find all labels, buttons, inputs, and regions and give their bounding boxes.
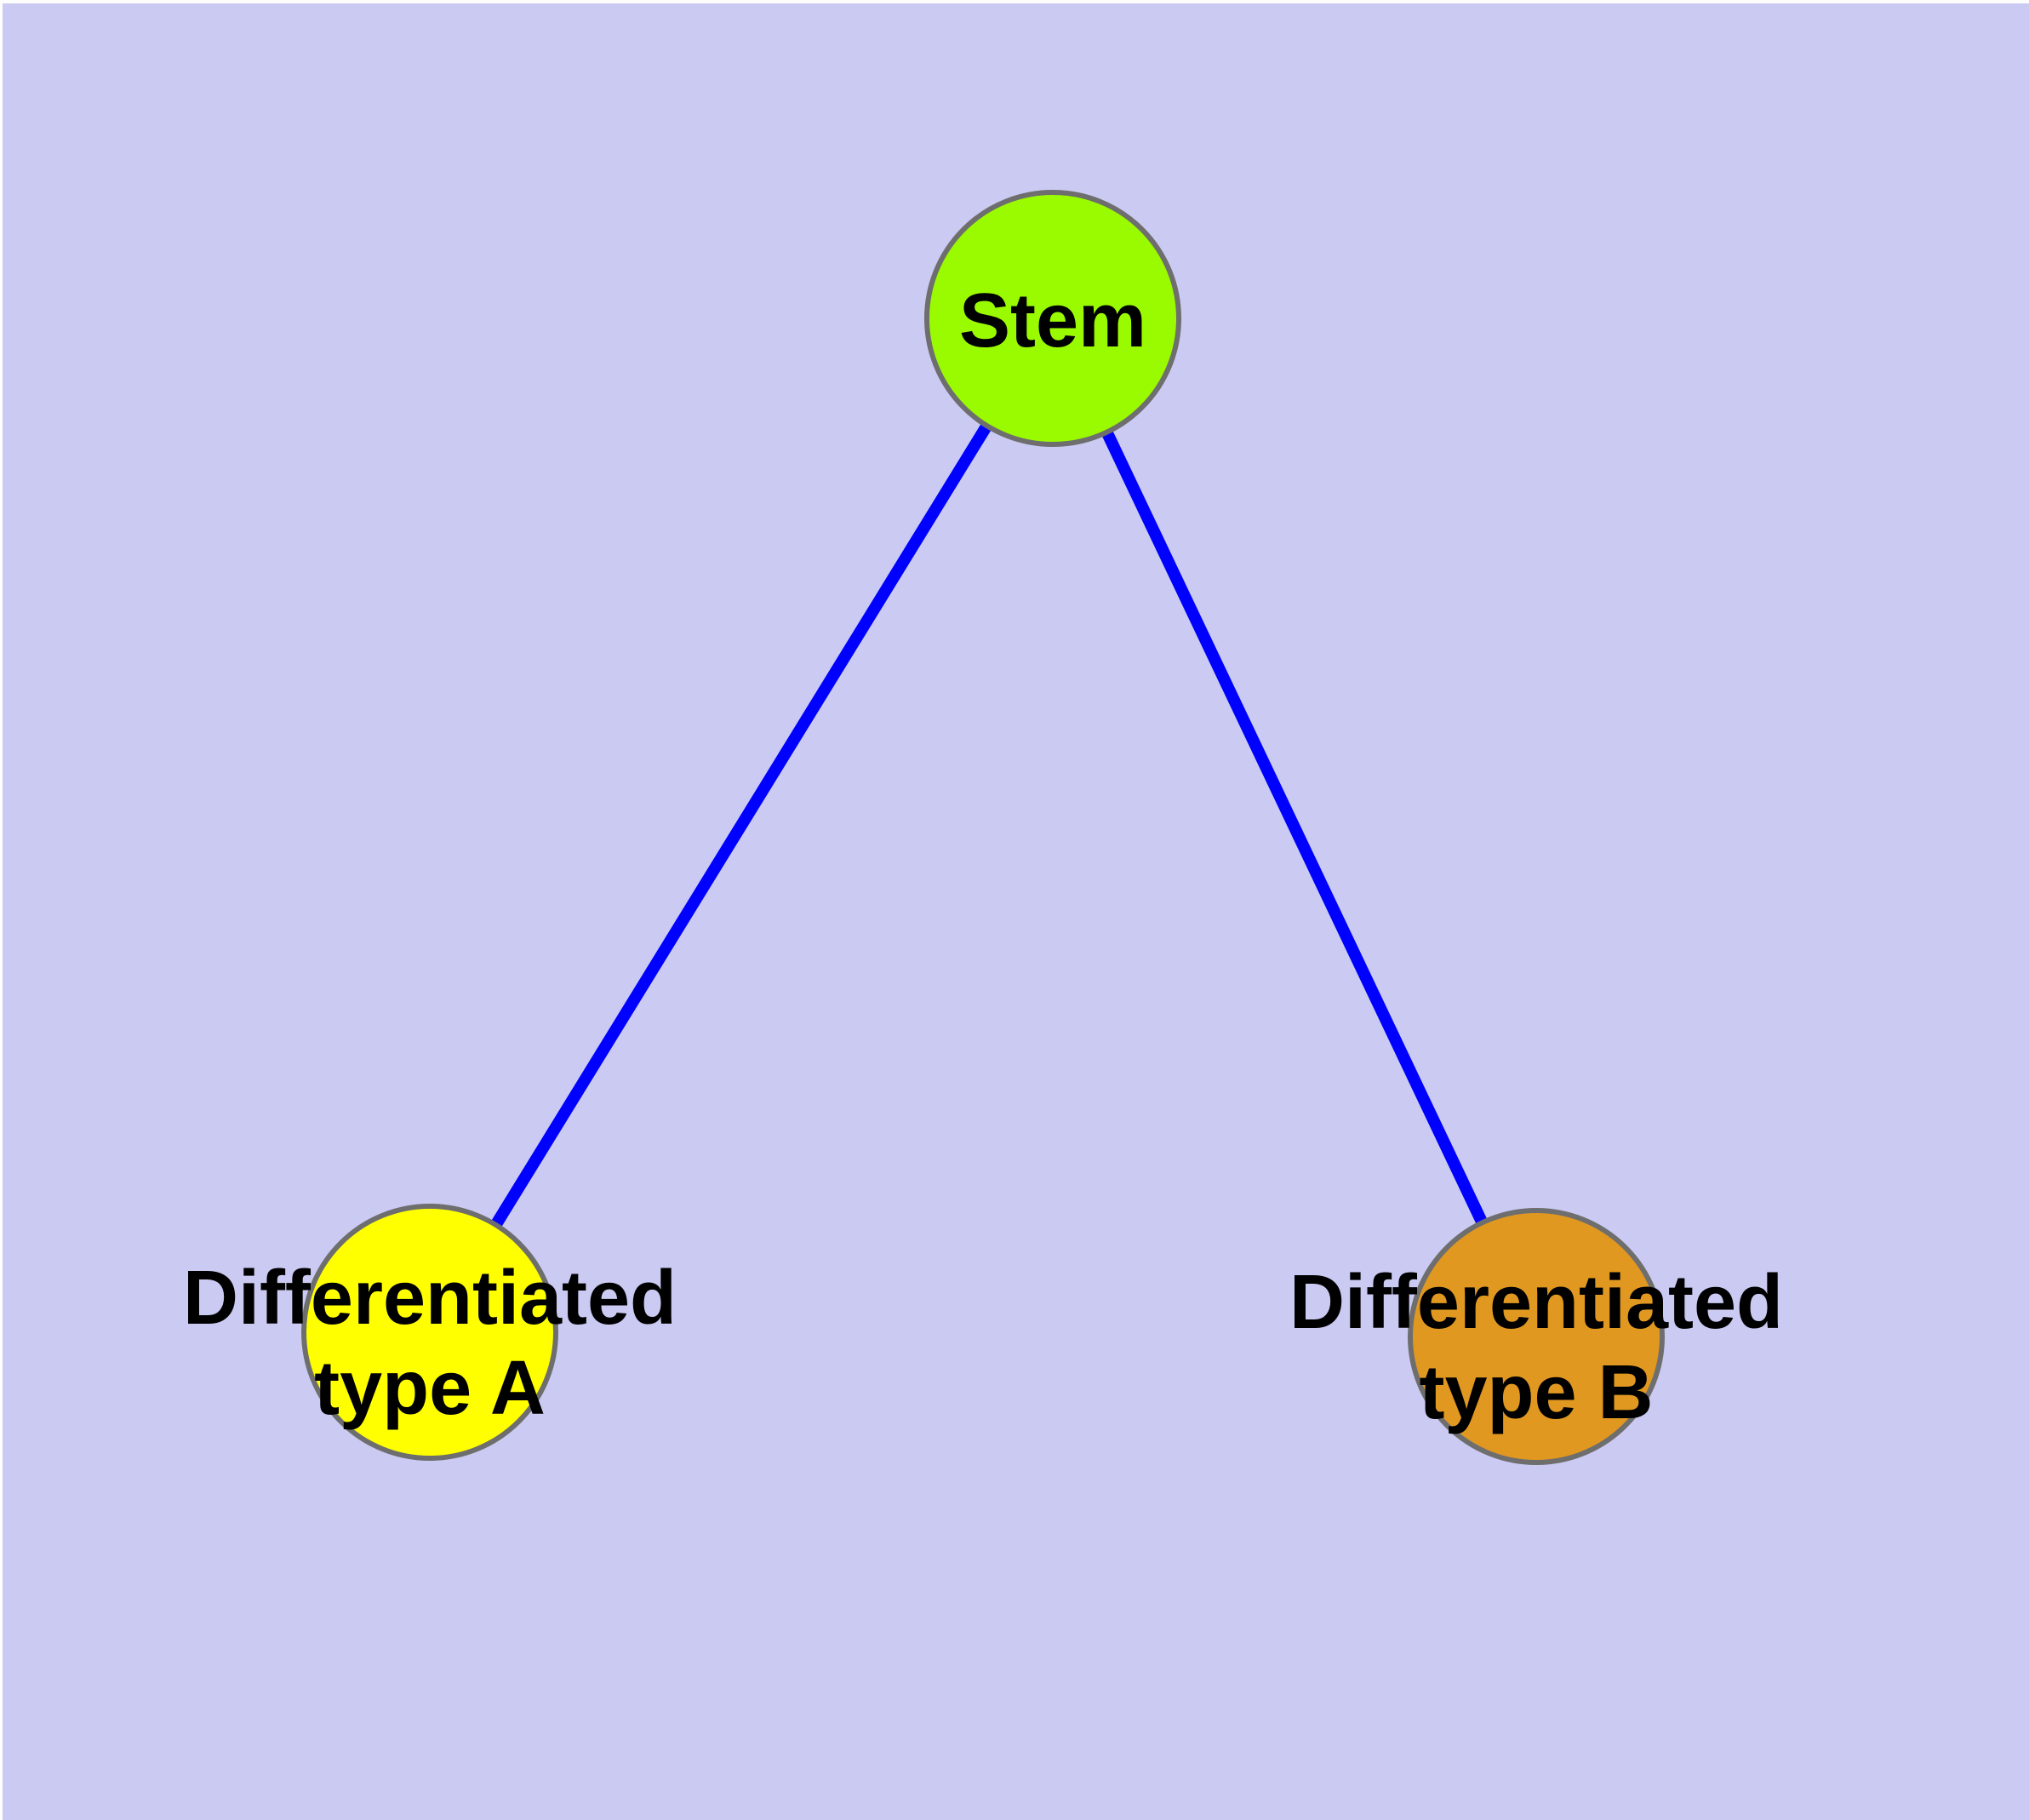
node-type-b-label-line-2: type B bbox=[1419, 1350, 1653, 1435]
node-type-a-label-line-2: type A bbox=[314, 1346, 546, 1431]
node-differentiated-type-a bbox=[301, 1204, 558, 1461]
window-edge-left bbox=[0, 0, 3, 1820]
node-stem bbox=[924, 190, 1181, 447]
window-edge-top bbox=[0, 0, 2029, 3]
node-differentiated-type-b bbox=[1408, 1208, 1665, 1465]
edge-stem-to-type-a bbox=[425, 315, 1058, 1336]
node-type-b-label-line-1: Differentiated bbox=[1289, 1260, 1783, 1345]
node-type-a-label-line-1: Differentiated bbox=[183, 1256, 677, 1341]
node-stem-label: Stem bbox=[959, 278, 1146, 363]
edge-stem-to-type-b bbox=[1047, 315, 1542, 1340]
